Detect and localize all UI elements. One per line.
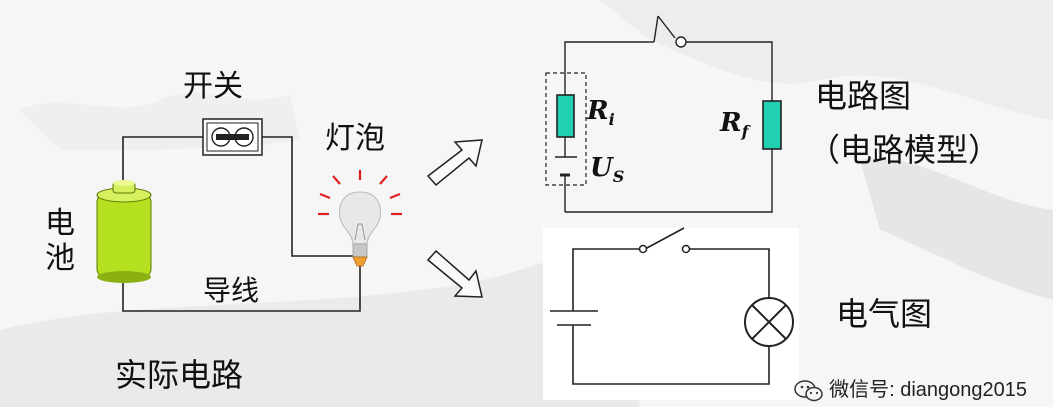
internal-resistor-icon <box>556 94 575 138</box>
wire-label: 导线 <box>203 274 260 307</box>
actual-circuit-caption: 实际电路 <box>115 356 244 394</box>
source-voltage-symbol: US <box>590 153 625 186</box>
electrical-diagram-title: 电气图 <box>836 295 933 333</box>
arrow-to-circuit-diagram-icon <box>426 139 483 187</box>
switch-pivot-icon <box>638 244 648 254</box>
bulb-icon <box>318 170 402 267</box>
circuit-diagram-title: 电路图 <box>815 77 912 115</box>
battery-icon <box>96 180 152 283</box>
source-model-dashed-box <box>545 72 587 186</box>
lamp-symbol-icon <box>744 297 794 347</box>
circuit-wires <box>122 136 361 312</box>
switch-contact-icon <box>675 36 687 48</box>
arrow-to-electrical-diagram-icon <box>426 249 483 298</box>
battery-label: 电池 <box>45 206 75 276</box>
watermark-text: 微信号: diangong2015 <box>829 379 1027 402</box>
load-resistance-symbol: Rf <box>720 108 749 141</box>
watermark: 微信号: diangong2015 <box>793 373 1027 403</box>
switch-contact-icon <box>681 244 691 254</box>
switch-icon <box>202 118 263 156</box>
switch-label: 开关 <box>183 69 243 104</box>
wechat-icon <box>793 380 823 402</box>
load-resistor-icon <box>762 100 782 150</box>
bulb-label: 灯泡 <box>325 121 385 156</box>
circuit-model-subtitle: （电路模型） <box>808 131 1001 169</box>
internal-resistance-symbol: Ri <box>587 96 615 129</box>
